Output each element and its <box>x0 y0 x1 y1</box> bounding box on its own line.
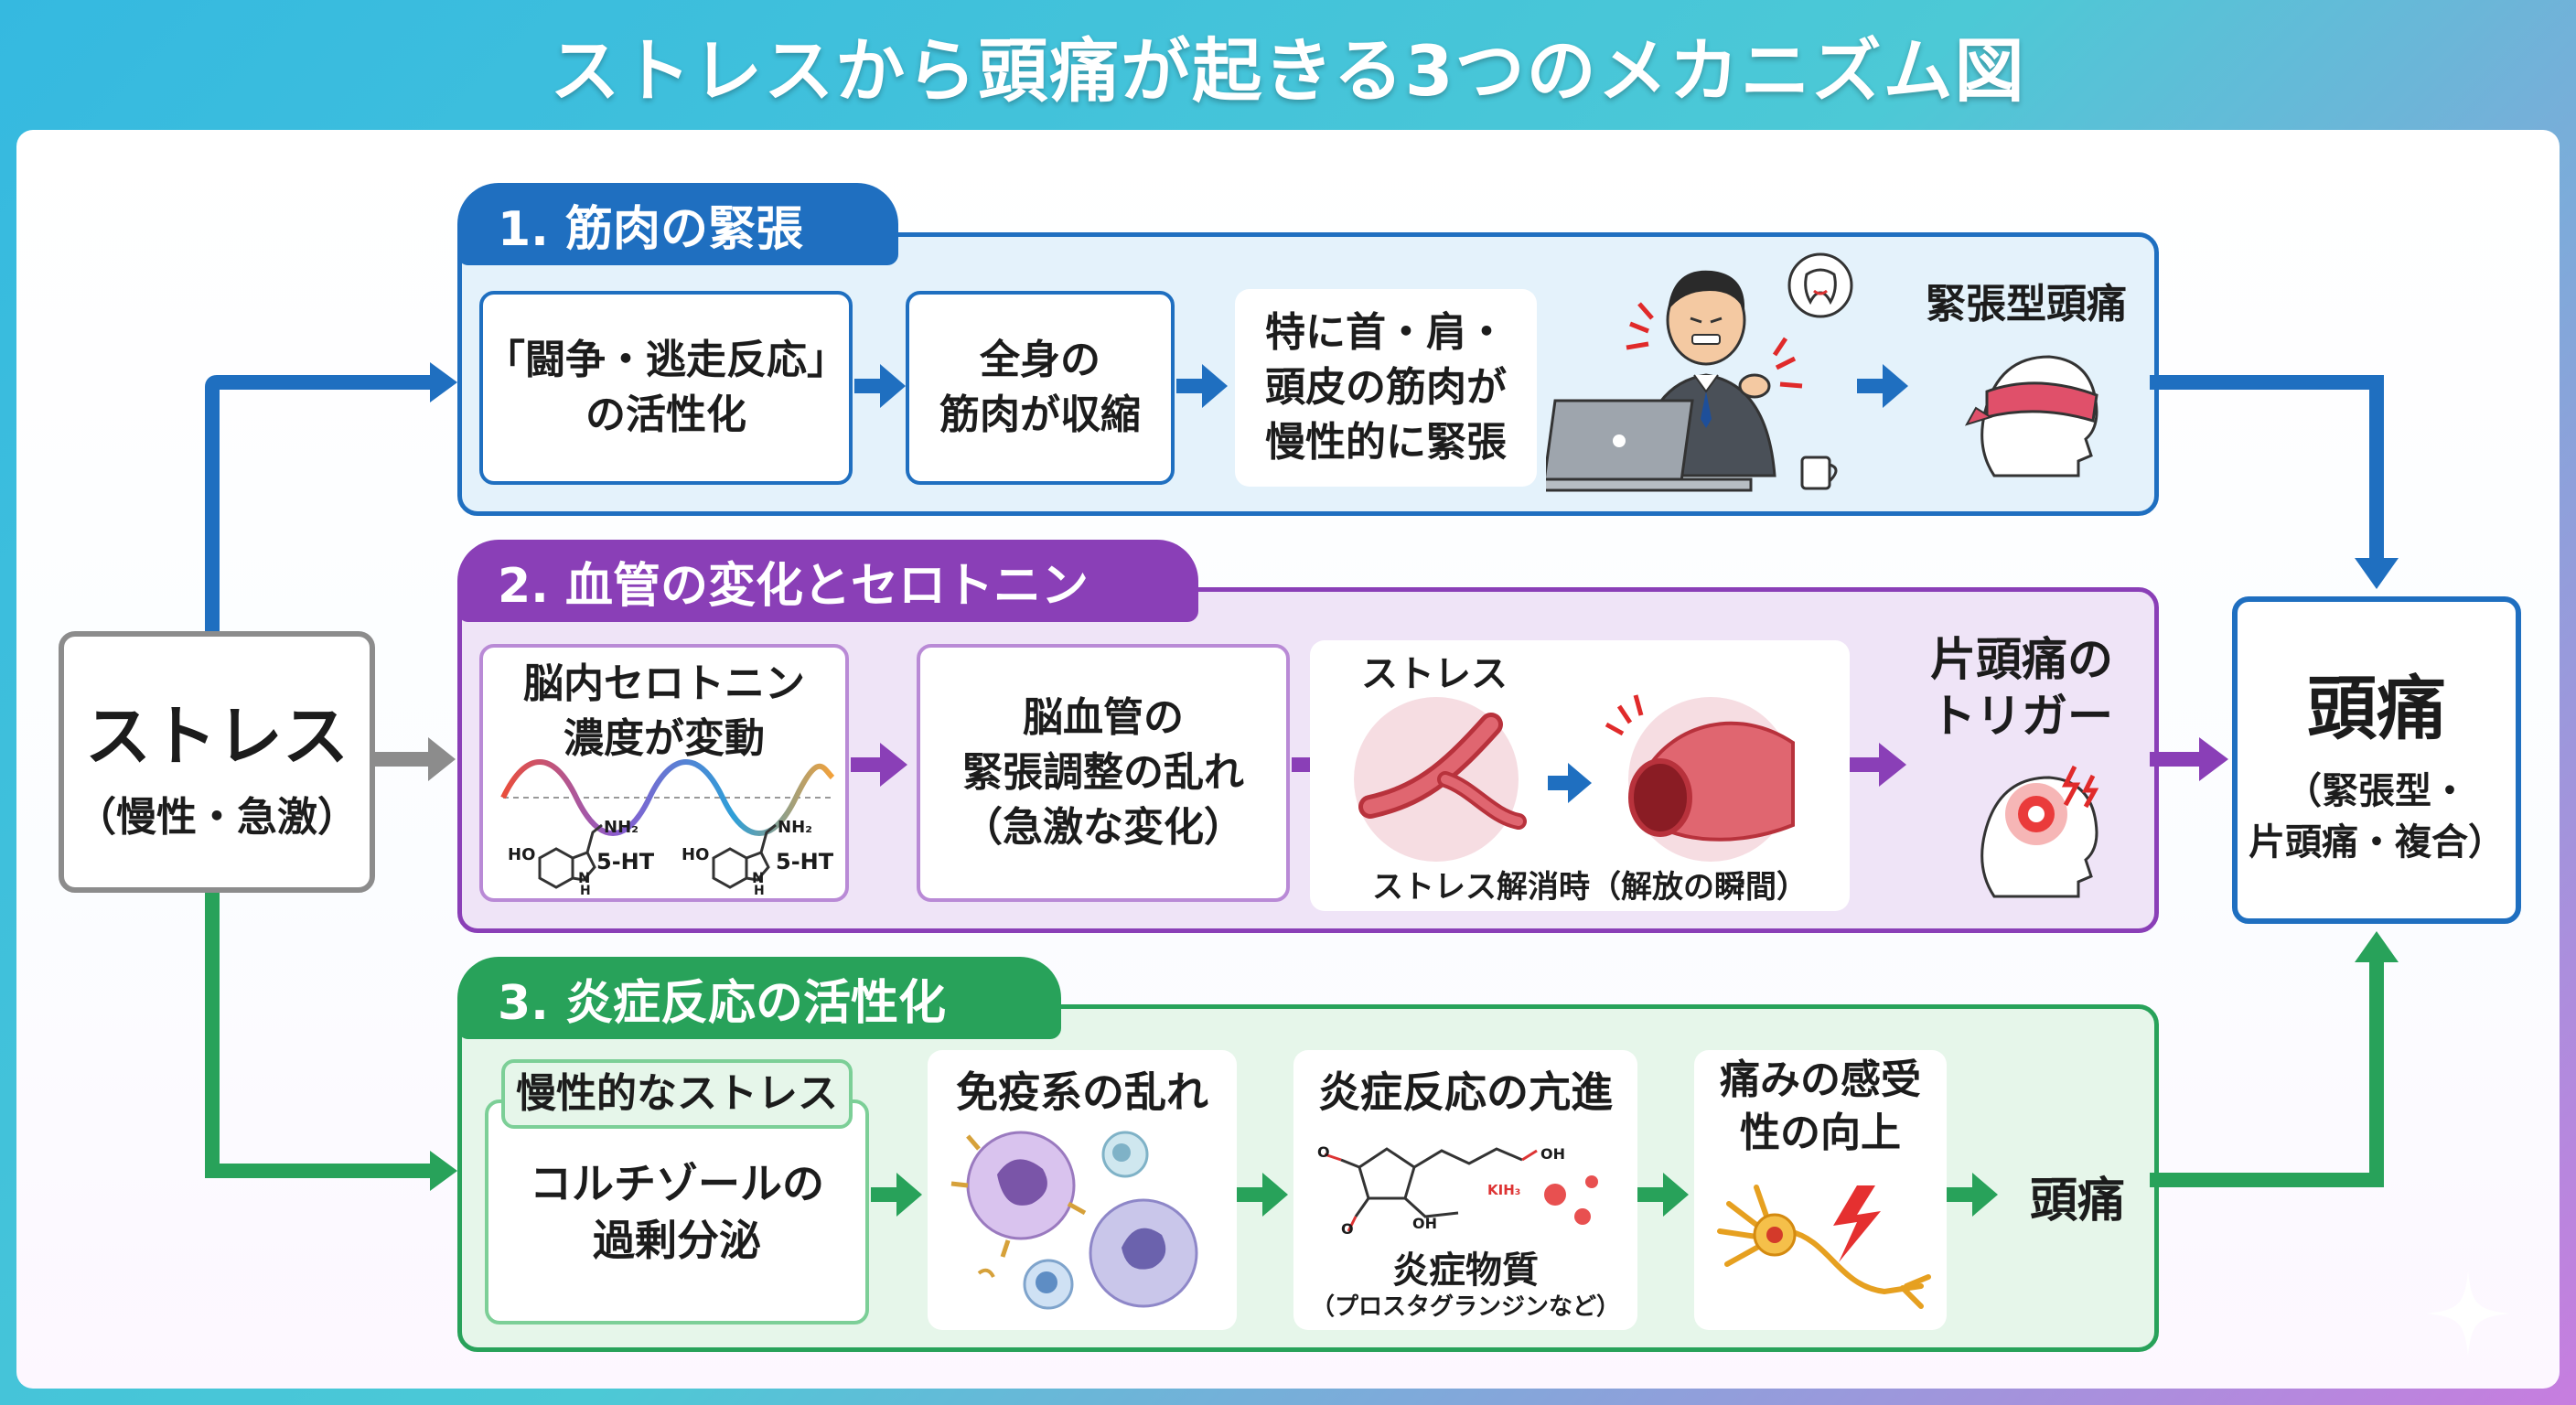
serotonin-n-label-2: N <box>752 869 765 886</box>
inflammation-panel <box>1293 1050 1637 1330</box>
arrow-stress-to-section3 <box>205 893 430 1178</box>
tab-inflammation: 3. 炎症反応の活性化 <box>457 957 1061 1039</box>
pain-sensitivity-line1: 痛みの感受 <box>1720 1056 1921 1103</box>
section1-inner-arrows <box>854 364 1908 408</box>
migraine-trigger-label: 片頭痛の トリガー <box>1903 631 2141 745</box>
pain-sensitivity-line2: 性の向上 <box>1740 1110 1901 1156</box>
box-fight-or-flight-line2: の活性化 <box>585 391 746 438</box>
migraine-trigger-line1: 片頭痛の <box>1930 633 2113 686</box>
stressed-office-worker-icon <box>1546 252 1853 492</box>
serotonin-n-label-1: N <box>578 869 591 886</box>
serotonin-ho-label-2: HO <box>682 845 710 864</box>
prostaglandin-label: （プロスタグランジンなど） <box>1310 1293 1620 1321</box>
box-cortisol-line1: コルチゾールの <box>530 1159 824 1208</box>
tab-muscle-tension: 1. 筋肉の緊張 <box>457 183 898 265</box>
box-cortisol-line2: 過剰分泌 <box>593 1216 761 1265</box>
vessel-release-label: ストレス解消時（解放の瞬間） <box>1372 869 1808 906</box>
migraine-trigger-line2: トリガー <box>1930 690 2113 743</box>
box-fight-or-flight: 「闘争・逃走反応」 の活性化 <box>479 291 853 485</box>
stress-sublabel: （慢性・急激） <box>76 793 358 841</box>
headache-result-label: 頭痛 <box>2029 1174 2125 1228</box>
molecule-oh-label-1: OH <box>1540 1145 1565 1163</box>
blood-vessel-icon <box>1354 694 1795 862</box>
tension-headache-label: 緊張型頭痛 <box>1926 281 2127 327</box>
box-muscle-contraction: 全身の 筋肉が収縮 <box>906 291 1175 485</box>
serotonin-ho-label-1: HO <box>508 845 536 864</box>
box-vascular-line3: （急激な変化） <box>962 804 1244 851</box>
box-chronic-tension-line3: 慢性的に緊張 <box>1265 419 1507 466</box>
box-serotonin-line1: 脳内セロトニン <box>523 660 805 707</box>
serotonin-nh2-label-1: NH₂ <box>604 818 639 837</box>
box-vascular-line2: 緊張調整の乱れ <box>962 749 1244 796</box>
box-serotonin-line2: 濃度が変動 <box>564 715 765 762</box>
headache-label: 頭痛 <box>2307 668 2446 749</box>
molecule-o-label-1: O <box>1317 1143 1330 1161</box>
section3-inner-arrows <box>871 1173 1998 1217</box>
serotonin-wave-icon <box>500 759 835 889</box>
arrow-section3-to-headache <box>2150 962 2384 1187</box>
box-vascular-line1: 脳血管の <box>1023 694 1184 741</box>
arrowhead-section2 <box>428 737 456 781</box>
sparkle-icon <box>2426 1271 2510 1356</box>
box-chronic-tension: 特に首・肩・ 頭皮の筋肉が 慢性的に緊張 <box>1235 289 1537 487</box>
serotonin-nh2-label-2: NH₂ <box>778 818 813 837</box>
headache-box: 頭痛 （緊張型・ 片頭痛・複合） <box>2232 596 2521 924</box>
title-bar: ストレスから頭痛が起きる3つのメカニズム図 <box>0 0 2576 130</box>
molecule-kh-label: KIH₃ <box>1487 1182 1521 1198</box>
serotonin-h-label-2: H <box>754 884 765 898</box>
inflammation-increase-label: 炎症反応の亢進 <box>1318 1067 1613 1117</box>
stress-label: ストレス <box>84 697 349 775</box>
box-chronic-tension-line1: 特に首・肩・ <box>1265 309 1507 356</box>
arrow-section1-to-headache <box>2150 375 2384 558</box>
box-cortisol: コルチゾールの 過剰分泌 <box>485 1099 869 1325</box>
arrowhead-headache-mid <box>2199 737 2228 781</box>
headache-sub2: 片頭痛・複合） <box>2249 821 2505 863</box>
arrowhead-headache-bottom <box>2355 931 2399 962</box>
arrowhead-section1 <box>430 362 457 402</box>
chronic-stress-header: 慢性的なストレス <box>501 1059 853 1129</box>
headache-sub1: （緊張型・ <box>2285 770 2468 812</box>
immune-cells-icon <box>950 1131 1198 1310</box>
serotonin-5ht-label-2: 5-HT <box>776 849 834 874</box>
prostaglandin-molecule-icon <box>1324 1147 1598 1232</box>
inflammatory-substance-label: 炎症物質 <box>1392 1249 1539 1292</box>
head-band-icon <box>1964 355 2098 477</box>
arrowhead-section3 <box>430 1151 457 1191</box>
box-muscle-contraction-line2: 筋肉が収縮 <box>939 391 1141 438</box>
arrowhead-headache-top <box>2355 558 2399 589</box>
serotonin-5ht-label-1: 5-HT <box>596 849 655 874</box>
arrow-stress-to-section1 <box>205 375 430 631</box>
box-muscle-contraction-line1: 全身の <box>980 337 1100 383</box>
box-fight-or-flight-line1: 「闘争・逃走反応」 <box>485 337 847 383</box>
neuron-lightning-icon <box>1717 1185 1931 1309</box>
pain-sensitivity-panel <box>1694 1050 1947 1330</box>
molecule-o-label-2: O <box>1341 1220 1354 1238</box>
box-vascular-regulation: 脳血管の 緊張調整の乱れ （急激な変化） <box>917 644 1290 902</box>
migraine-head-icon <box>1980 765 2099 898</box>
page-title: ストレスから頭痛が起きる3つのメカニズム図 <box>550 30 2026 112</box>
stress-box: ストレス （慢性・急激） <box>59 631 375 893</box>
molecule-oh-label-2: OH <box>1412 1215 1437 1232</box>
serotonin-h-label-1: H <box>580 884 591 898</box>
box-chronic-tension-line2: 頭皮の筋肉が <box>1265 364 1507 411</box>
vessel-stress-label: ストレス <box>1361 653 1508 695</box>
immune-disorder-label: 免疫系の乱れ <box>956 1067 1208 1117</box>
tab-vascular-serotonin: 2. 血管の変化とセロトニン <box>457 540 1198 622</box>
pain-sensitivity-label: 痛みの感受 性の向上 <box>1694 1054 1947 1160</box>
